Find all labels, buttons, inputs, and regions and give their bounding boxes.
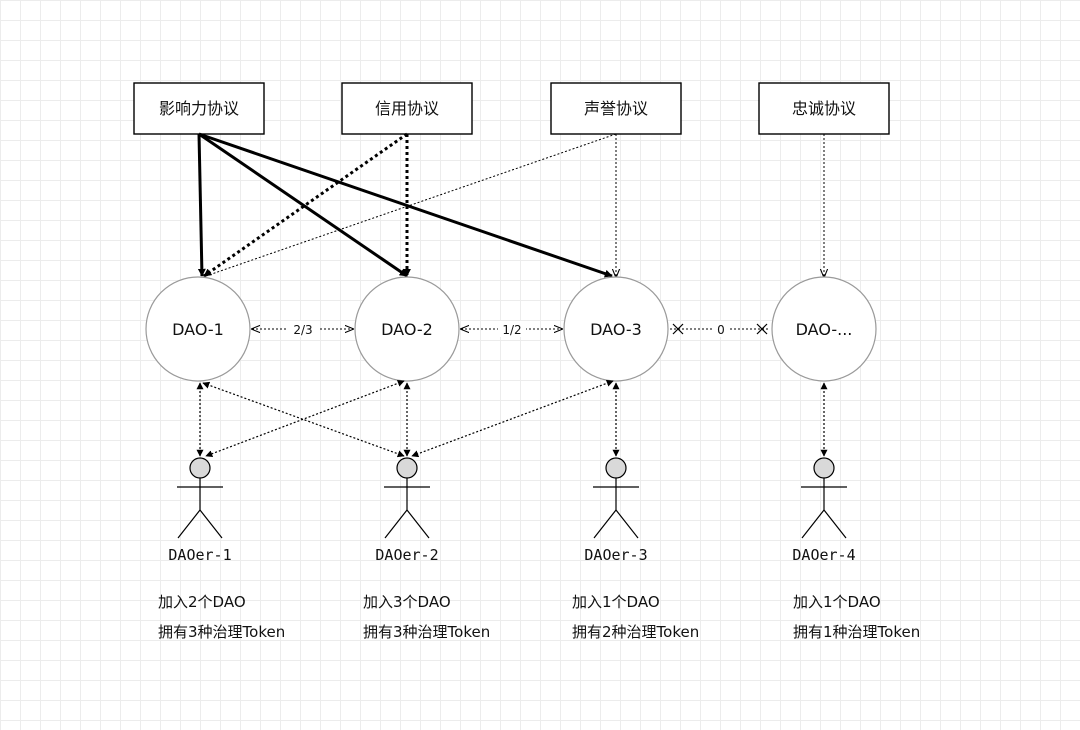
actor-daoer-3[interactable]: DAOer-3 bbox=[584, 457, 648, 564]
dao-link-1-2: 2/3 bbox=[252, 321, 353, 337]
daoer-info-line1: 加入1个DAO bbox=[572, 593, 660, 611]
edge-dao2-daoer1 bbox=[205, 379, 405, 458]
dao-node-2[interactable]: DAO-2 bbox=[354, 276, 460, 382]
dao-label: DAO-2 bbox=[381, 320, 433, 339]
protocol-label: 信用协议 bbox=[375, 99, 439, 118]
protocol-box-credit[interactable]: 信用协议 bbox=[341, 82, 473, 135]
dao-label: DAO-... bbox=[796, 320, 853, 339]
dao-link-3-4: 0 bbox=[670, 321, 770, 337]
dao-node-3[interactable]: DAO-3 bbox=[563, 276, 669, 382]
dao-node-1[interactable]: DAO-1 bbox=[145, 276, 251, 382]
protocol-box-reputation[interactable]: 声誉协议 bbox=[550, 82, 682, 135]
protocol-box-influence[interactable]: 影响力协议 bbox=[133, 82, 265, 135]
dao-label: DAO-3 bbox=[590, 320, 642, 339]
edge-dao1-daoer2 bbox=[202, 381, 405, 458]
daoer-info-4: 加入1个DAO 拥有1种治理Token bbox=[793, 593, 920, 641]
daoer-label: DAOer-3 bbox=[584, 546, 647, 564]
stick-figure-icon bbox=[801, 457, 847, 539]
daoer-info-line2: 拥有2种治理Token bbox=[572, 623, 699, 641]
edge-reputation-dao1 bbox=[205, 133, 617, 277]
dao-node-4[interactable]: DAO-... bbox=[771, 276, 877, 382]
dao-link-label: 1/2 bbox=[502, 323, 521, 337]
protocol-label: 忠诚协议 bbox=[792, 99, 856, 118]
daoer-info-line2: 拥有3种治理Token bbox=[363, 623, 490, 641]
dao-label: DAO-1 bbox=[172, 320, 224, 339]
actor-daoer-4[interactable]: DAOer-4 bbox=[792, 457, 856, 564]
daoer-label: DAOer-4 bbox=[792, 546, 855, 564]
daoer-label: DAOer-1 bbox=[168, 546, 231, 564]
edge-dao3-daoer2 bbox=[411, 379, 614, 458]
actor-daoer-1[interactable]: DAOer-1 bbox=[168, 457, 232, 564]
cross-marker-icon bbox=[756, 323, 768, 335]
stick-figure-icon bbox=[384, 457, 430, 539]
daoer-info-line2: 拥有3种治理Token bbox=[158, 623, 285, 641]
cross-marker-icon bbox=[672, 323, 684, 335]
daoer-info-line1: 加入2个DAO bbox=[158, 593, 246, 611]
daoer-info-line1: 加入3个DAO bbox=[363, 593, 451, 611]
edge-credit-dao1 bbox=[203, 132, 408, 278]
daoer-info-1: 加入2个DAO 拥有3种治理Token bbox=[158, 593, 285, 641]
protocol-box-loyalty[interactable]: 忠诚协议 bbox=[758, 82, 890, 135]
dao-link-2-3: 1/2 bbox=[461, 321, 562, 337]
dao-link-label: 2/3 bbox=[293, 323, 312, 337]
protocol-label: 声誉协议 bbox=[584, 99, 648, 118]
stick-figure-icon bbox=[593, 457, 639, 539]
stick-figure-icon bbox=[177, 457, 223, 539]
edge-influence-dao1 bbox=[197, 133, 206, 277]
protocol-label: 影响力协议 bbox=[159, 99, 239, 118]
daoer-label: DAOer-2 bbox=[375, 546, 438, 564]
daoer-info-line1: 加入1个DAO bbox=[793, 593, 881, 611]
edge-influence-dao3 bbox=[198, 132, 613, 278]
edge-influence-dao2 bbox=[198, 132, 408, 278]
daoer-info-3: 加入1个DAO 拥有2种治理Token bbox=[572, 593, 699, 641]
actor-daoer-2[interactable]: DAOer-2 bbox=[375, 457, 439, 564]
dao-link-label: 0 bbox=[717, 323, 725, 337]
daoer-info-2: 加入3个DAO 拥有3种治理Token bbox=[363, 593, 490, 641]
daoer-info-line2: 拥有1种治理Token bbox=[793, 623, 920, 641]
